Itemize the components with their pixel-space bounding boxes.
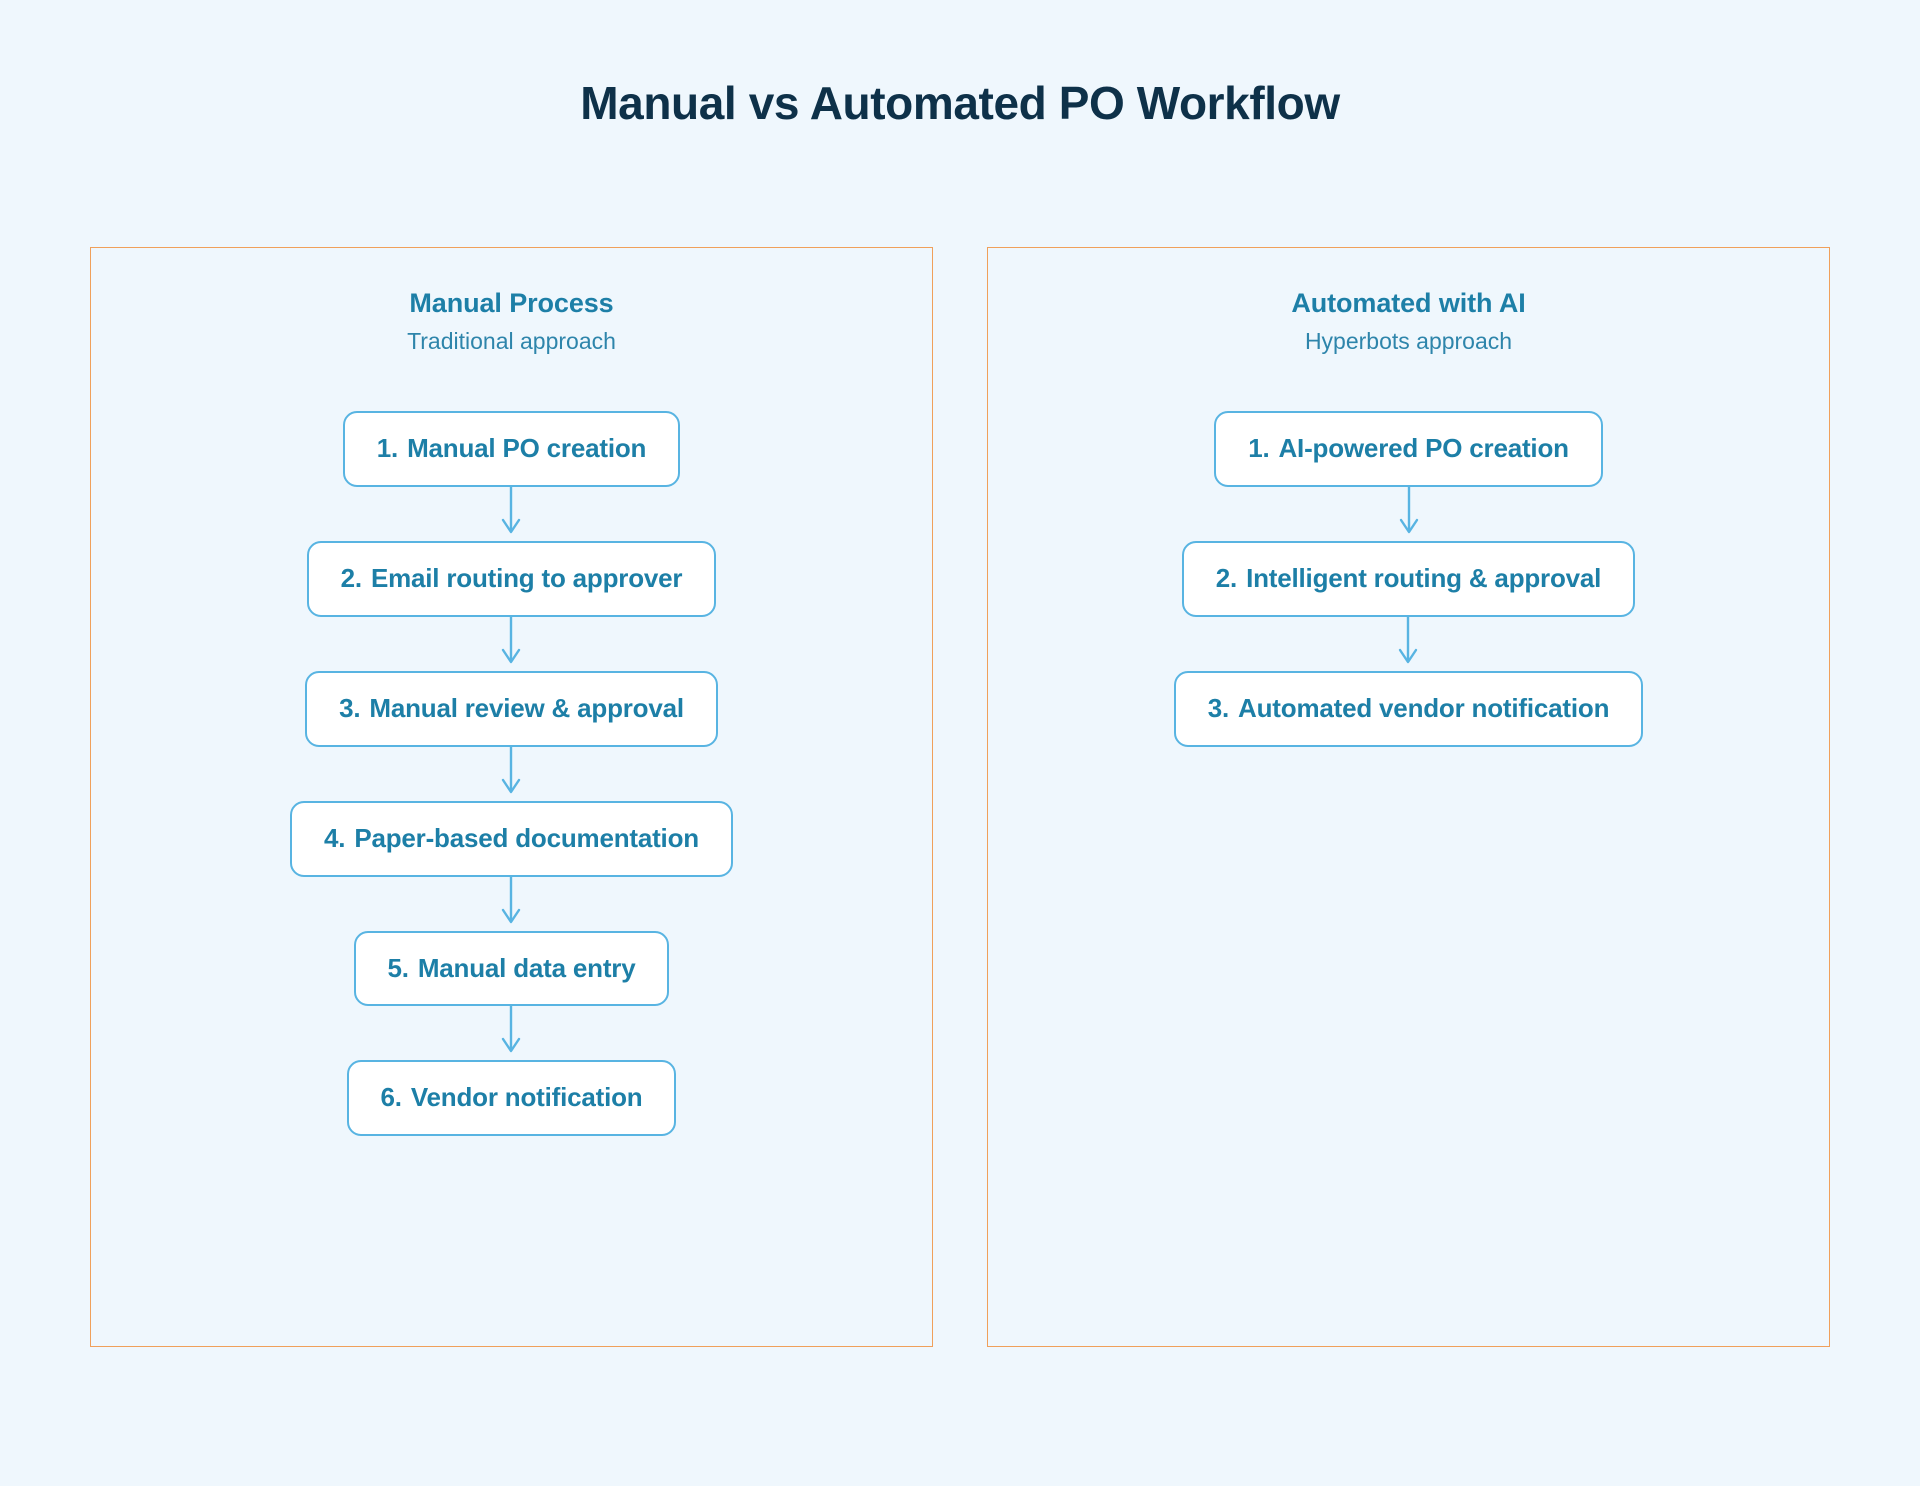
node-manual-6[interactable]: 6. Vendor notification bbox=[346, 1060, 677, 1137]
arrow-down-icon bbox=[1399, 486, 1418, 534]
node-label: Intelligent routing & approval bbox=[1246, 562, 1602, 593]
flow-manual: 1. Manual PO creation 2. Email routing to … bbox=[290, 411, 733, 1137]
node-label: AI-powered PO creation bbox=[1278, 433, 1569, 463]
node-manual-5[interactable]: 5. Manual data entry bbox=[353, 930, 670, 1007]
flow-step-3: 3. Manual review & approval bbox=[305, 670, 718, 801]
node-manual-1[interactable]: 1. Manual PO creation bbox=[342, 411, 681, 487]
node-number: 1. bbox=[376, 433, 399, 463]
arrow-down-icon bbox=[502, 876, 521, 923]
node-automated-2[interactable]: 2. Intelligent routing & approval bbox=[1181, 540, 1636, 617]
node-label: Manual data entry bbox=[417, 952, 636, 983]
node-number: 6. bbox=[380, 1082, 402, 1113]
node-manual-2[interactable]: 2. Email routing to approver bbox=[306, 540, 717, 617]
node-label: Manual PO creation bbox=[407, 433, 647, 463]
node-label: Manual review & approval bbox=[369, 692, 684, 723]
node-number: 3. bbox=[1207, 692, 1230, 723]
panel-manual-process: Manual Process Traditional approach 1. Ma… bbox=[90, 247, 933, 1347]
node-label: Automated vendor notification bbox=[1238, 692, 1610, 723]
flow-step-2: 2. Intelligent routing & approval bbox=[1181, 540, 1636, 671]
panel-subtitle-automated: Hyperbots approach bbox=[1304, 328, 1513, 354]
node-manual-3[interactable]: 3. Manual review & approval bbox=[305, 670, 718, 747]
node-automated-3[interactable]: 3. Automated vendor notification bbox=[1173, 670, 1644, 747]
flow-step-5: 5. Manual data entry bbox=[353, 930, 670, 1061]
flow-step-3: 3. Automated vendor notification bbox=[1173, 670, 1644, 747]
arrow-down-icon bbox=[502, 746, 521, 793]
arrow-down-icon bbox=[1399, 616, 1418, 663]
arrow-down-icon bbox=[502, 616, 521, 663]
node-automated-1[interactable]: 1. AI-powered PO creation bbox=[1214, 411, 1603, 487]
node-label: Paper-based documentation bbox=[354, 822, 699, 853]
panel-title-manual: Manual Process bbox=[409, 288, 614, 318]
node-label: Email routing to approver bbox=[370, 562, 683, 593]
node-label: Vendor notification bbox=[410, 1082, 643, 1113]
node-number: 5. bbox=[387, 952, 409, 983]
node-number: 3. bbox=[339, 692, 361, 723]
flow-step-6: 6. Vendor notification bbox=[346, 1060, 677, 1137]
node-number: 2. bbox=[1215, 562, 1238, 593]
panels-container: Manual Process Traditional approach 1. Ma… bbox=[90, 247, 1830, 1347]
flow-step-1: 1. AI-powered PO creation bbox=[1214, 411, 1603, 541]
panel-subtitle-manual: Traditional approach bbox=[407, 328, 616, 354]
node-manual-4[interactable]: 4. Paper-based documentation bbox=[290, 800, 733, 877]
flow-step-4: 4. Paper-based documentation bbox=[290, 800, 733, 931]
panel-automated-with-ai: Automated with AI Hyperbots approach 1. A… bbox=[987, 247, 1830, 1347]
node-number: 2. bbox=[340, 562, 362, 593]
flow-step-1: 1. Manual PO creation bbox=[342, 411, 681, 541]
arrow-down-icon bbox=[502, 486, 521, 534]
node-number: 1. bbox=[1248, 433, 1270, 463]
page-title: Manual vs Automated PO Workflow bbox=[580, 77, 1340, 129]
flow-step-2: 2. Email routing to approver bbox=[306, 540, 717, 671]
arrow-down-icon bbox=[502, 1006, 521, 1053]
node-number: 4. bbox=[324, 822, 346, 853]
flow-automated: 1. AI-powered PO creation 2. Intelligent r… bbox=[1173, 411, 1644, 747]
panel-title-automated: Automated with AI bbox=[1291, 288, 1526, 318]
